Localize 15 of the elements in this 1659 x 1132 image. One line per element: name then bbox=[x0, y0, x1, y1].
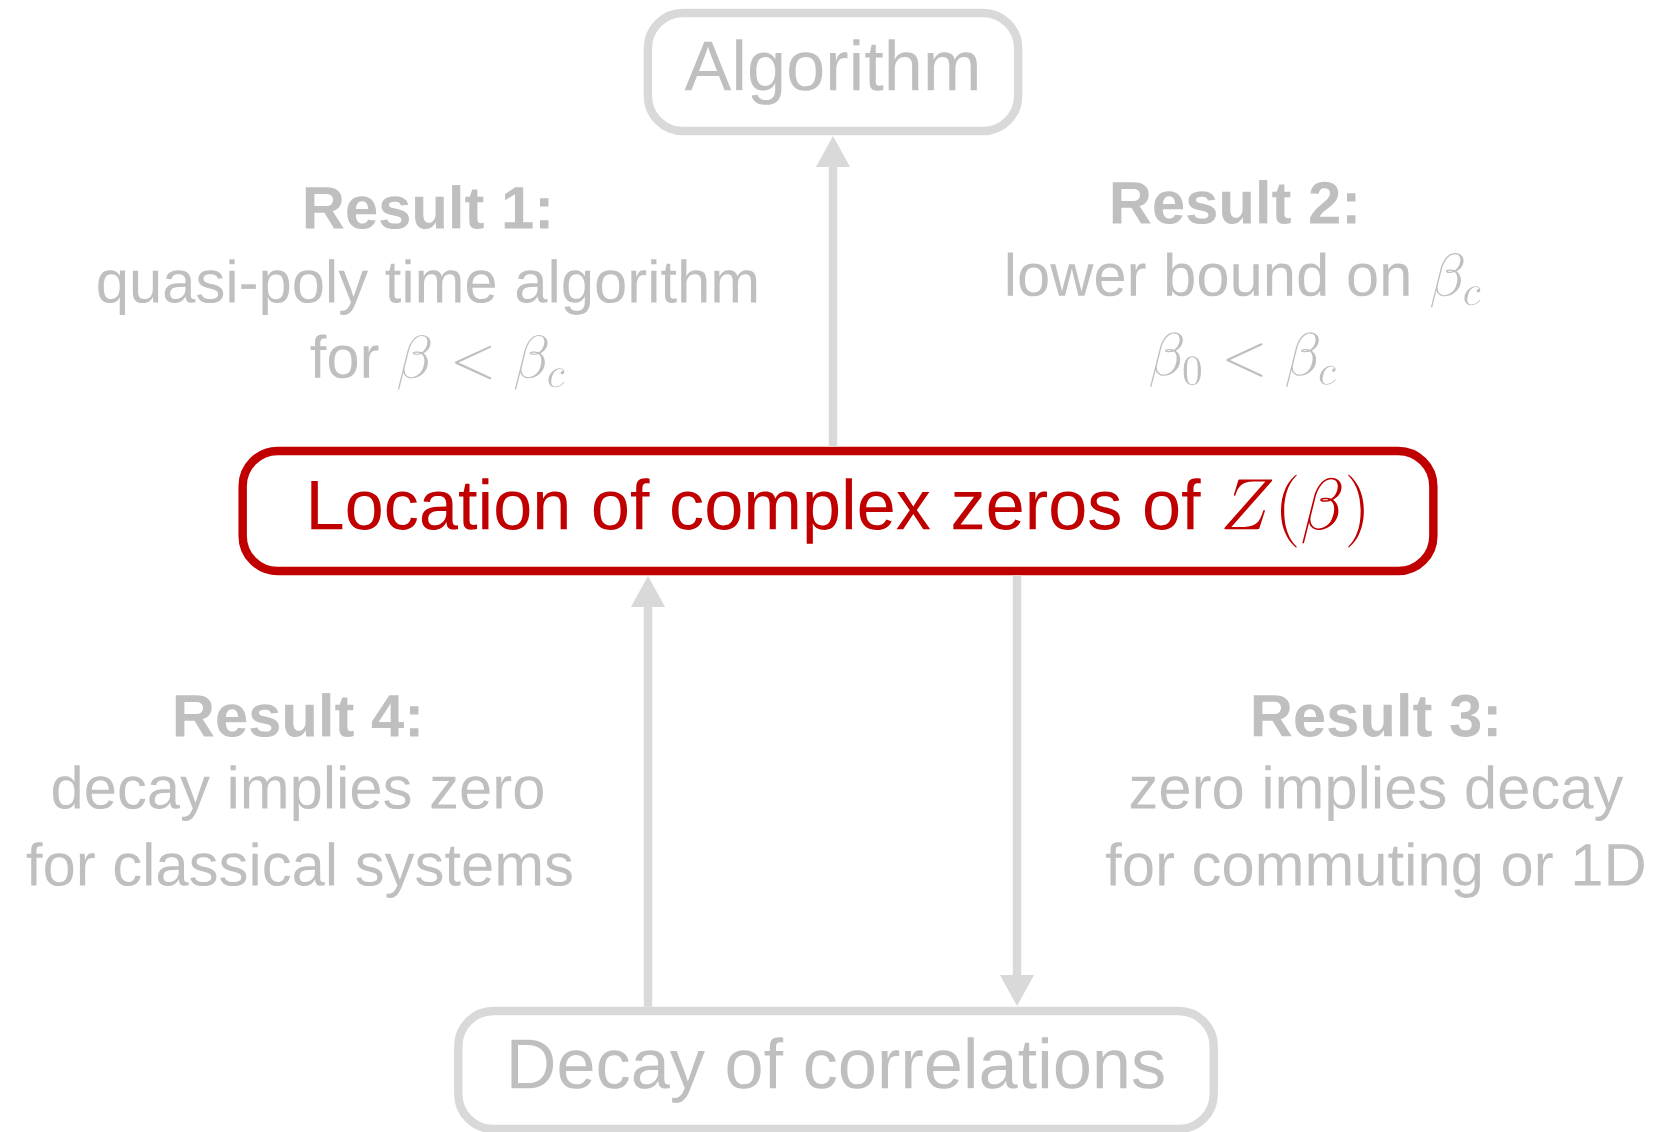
process-box: Decay of correlations bbox=[454, 1006, 1218, 1132]
result-text: $\beta_0 < \beta_c$ bbox=[1150, 332, 1336, 387]
result-text: quasi-poly time algorithm bbox=[98, 259, 757, 315]
result-heading: Result 4: bbox=[175, 693, 419, 737]
result-heading: Result 2: bbox=[1112, 180, 1356, 224]
result-text: for $\beta < \beta_c$ bbox=[310, 334, 565, 390]
result-text: zero implies decay bbox=[1130, 765, 1624, 821]
result-text: for commuting or 1D bbox=[1106, 842, 1644, 898]
highlighted-box: Location of complex zeros of $Z(\beta)$ bbox=[238, 446, 1438, 576]
result-heading: Result 1: bbox=[305, 185, 549, 229]
result-text: lower bound on $\beta_c$ bbox=[1007, 252, 1481, 308]
result-heading: Result 3: bbox=[1253, 693, 1497, 737]
result-text: for classical systems bbox=[26, 842, 572, 898]
process-box: Algorithm bbox=[643, 8, 1023, 136]
result-text: decay implies zero bbox=[53, 765, 543, 821]
